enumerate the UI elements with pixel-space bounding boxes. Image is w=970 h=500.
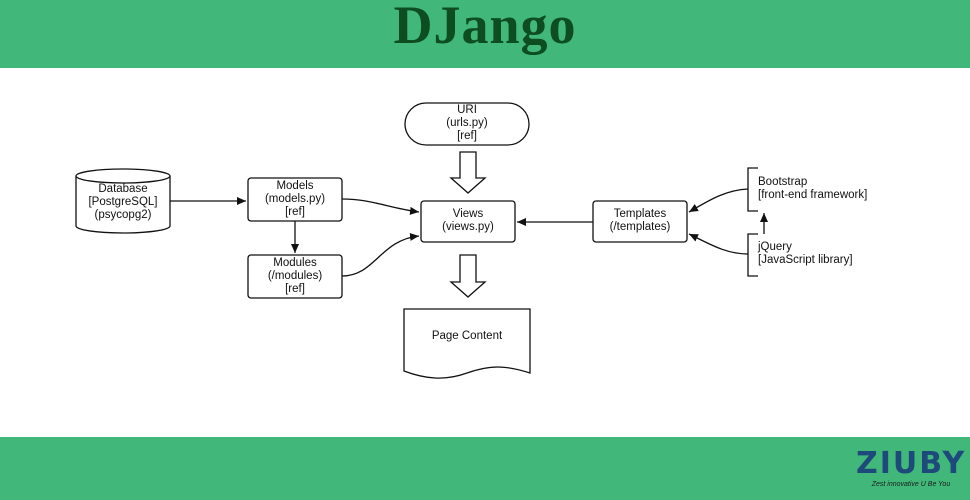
database-label: Database [PostgreSQL] (psycopg2) <box>76 183 170 222</box>
modules-label: Modules (/modules) [ref] <box>248 257 342 296</box>
page-content-label-line1: Page Content <box>431 330 503 342</box>
page-content-shape <box>403 308 531 379</box>
views-to-page-block-arrow <box>449 254 487 298</box>
bootstrap-to-templates-arrow <box>688 188 749 213</box>
bootstrap-label-line1: Bootstrap <box>758 176 808 188</box>
page-content-label: Page Content <box>404 330 530 343</box>
jquery-bracket <box>747 233 758 277</box>
jquery-to-templates-arrow <box>688 233 749 255</box>
footer-band <box>0 437 970 500</box>
database-label-line3: (psycopg2) <box>94 209 152 221</box>
header-band: DJango <box>0 0 970 68</box>
modules-label-line3: [ref] <box>285 283 305 295</box>
diagram-svg <box>75 102 768 379</box>
diagram-canvas: Database [PostgreSQL] (psycopg2) Models … <box>0 68 970 437</box>
modules-label-line2: (/modules) <box>267 270 323 282</box>
uri-to-views-block-arrow <box>449 151 487 194</box>
models-label-line2: (models.py) <box>264 193 326 205</box>
uri-label-line1: URI <box>457 104 477 116</box>
logo-tagline: Zest innovative U Be You <box>871 481 951 488</box>
modules-label-line1: Modules <box>273 257 317 269</box>
views-box <box>420 200 516 243</box>
logo-wordmark: ZIUBY <box>856 446 967 481</box>
templates-label-line2: (/templates) <box>609 221 671 233</box>
ziuby-logo: ZIUBY Zest innovative U Be You <box>856 447 966 495</box>
views-label: Views (views.py) <box>421 208 515 234</box>
models-to-views-arrow <box>341 198 420 215</box>
views-label-line1: Views <box>452 208 484 220</box>
page-title: DJango <box>393 0 577 55</box>
database-label-line2: [PostgreSQL] <box>88 196 158 208</box>
bootstrap-label-line2: [front-end framework] <box>758 189 868 201</box>
database-label-line1: Database <box>98 183 148 195</box>
bootstrap-label: Bootstrap [front-end framework] <box>758 176 867 202</box>
templates-label: Templates (/templates) <box>593 208 687 234</box>
models-label: Models (models.py) [ref] <box>248 180 342 219</box>
bootstrap-bracket <box>747 167 758 212</box>
uri-label: URI (urls.py) [ref] <box>405 104 529 143</box>
models-label-line3: [ref] <box>285 206 305 218</box>
modules-to-views-arrow <box>341 232 420 277</box>
uri-label-line3: [ref] <box>457 130 477 142</box>
uri-label-line2: (urls.py) <box>446 117 488 129</box>
templates-label-line1: Templates <box>613 208 667 220</box>
uri-shape <box>404 102 530 146</box>
models-label-line1: Models <box>276 180 314 192</box>
jquery-label-line2: [JavaScript library] <box>758 254 853 266</box>
jquery-label-line1: jQuery <box>758 241 792 253</box>
database-shape <box>75 168 171 234</box>
views-label-line2: (views.py) <box>442 221 494 233</box>
jquery-label: jQuery [JavaScript library] <box>758 241 853 267</box>
